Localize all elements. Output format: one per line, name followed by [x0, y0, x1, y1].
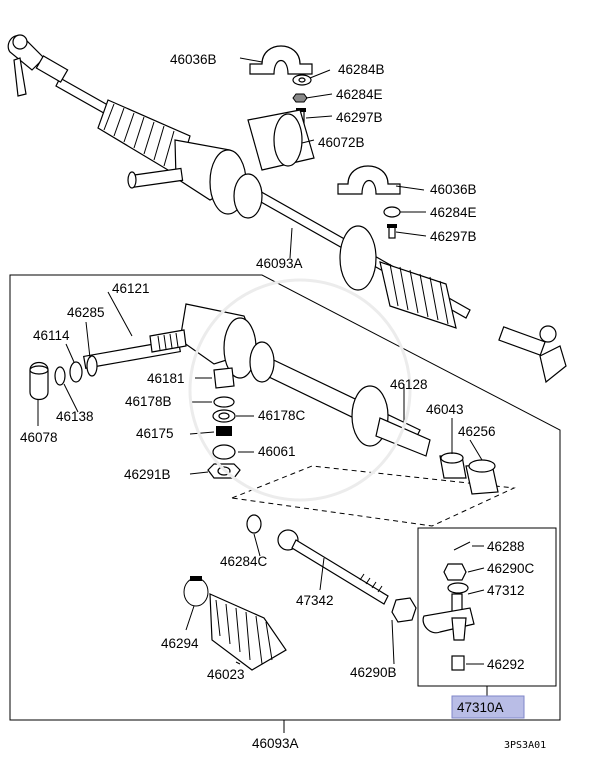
label-47342: 47342: [296, 593, 334, 608]
label-46138: 46138: [56, 409, 94, 424]
label-46291B: 46291B: [124, 467, 171, 482]
boot-46023: [209, 593, 287, 671]
label-46290C: 46290C: [487, 561, 535, 576]
upper-housing-collar-2: [233, 173, 263, 219]
label-46284C: 46284C: [220, 554, 268, 569]
tie-rod-end-47312: [422, 541, 475, 671]
inner-tie-rod-47342: [246, 514, 389, 605]
label-46121: 46121: [112, 281, 150, 296]
pinion-46121: [82, 329, 187, 369]
ring-46285: [86, 355, 98, 377]
label-46294: 46294: [161, 636, 199, 651]
guide-46181: [213, 367, 235, 389]
label-46178C: 46178C: [258, 408, 306, 423]
ring-46284C: [246, 514, 262, 534]
highlight-47310A: [451, 695, 525, 719]
label-46043: 46043: [426, 402, 464, 417]
label-46036B-top: 46036B: [170, 52, 217, 67]
label-46128: 46128: [390, 377, 428, 392]
right-tie-rod-end: [498, 325, 567, 384]
part-labels: 46036B 46284B 46284E 46297B 46072B 46036…: [20, 52, 546, 751]
label-46093A-top: 46093A: [256, 256, 303, 271]
upper-bracket-46036B: [249, 45, 313, 75]
cap-46078: [29, 361, 49, 401]
upper-right-collar: [339, 225, 377, 291]
dashed-rack-outline: [230, 465, 516, 527]
label-46078: 46078: [20, 430, 58, 445]
grommet-46072B: [247, 109, 315, 171]
label-46284E-top: 46284E: [336, 87, 383, 102]
label-46284B: 46284B: [338, 62, 385, 77]
lower-frame-outline: [9, 274, 561, 721]
washer-46284E-right: [383, 206, 401, 218]
right-bracket-46036B: [337, 165, 401, 195]
label-46072B: 46072B: [318, 135, 365, 150]
lower-housing-assembly: [29, 291, 499, 671]
nut-46290C: [443, 563, 467, 581]
label-46178B: 46178B: [125, 394, 172, 409]
label-46036B-right: 46036B: [430, 182, 477, 197]
diagram-reference-code: 3PS3A01: [504, 740, 546, 751]
label-46297B-right: 46297B: [430, 229, 477, 244]
label-46093A-bottom: 46093A: [252, 736, 299, 751]
rack-end-46128: [375, 417, 431, 457]
cap-46061: [212, 444, 236, 460]
upper-assembly: [7, 34, 567, 384]
label-46175: 46175: [136, 426, 174, 441]
label-46297B-top: 46297B: [336, 110, 383, 125]
nut-46290B: [391, 597, 417, 623]
spring-46178B: [213, 396, 235, 408]
label-46292: 46292: [487, 657, 525, 672]
left-tie-rod-end: [7, 34, 69, 97]
label-46023: 46023: [207, 667, 245, 682]
label-46284E-right: 46284E: [430, 205, 477, 220]
label-46285: 46285: [67, 305, 105, 320]
label-46181: 46181: [147, 371, 185, 386]
nipple-46292: [451, 655, 465, 671]
bearing-46114: [69, 361, 83, 383]
label-46061: 46061: [258, 444, 296, 459]
label-47312: 47312: [487, 583, 525, 598]
upper-right-boot: [379, 261, 457, 329]
label-47310A: 47310A: [457, 700, 504, 715]
label-46288: 46288: [487, 539, 525, 554]
nut-46284E-top: [292, 93, 308, 103]
label-46256: 46256: [458, 424, 496, 439]
label-46114: 46114: [33, 328, 70, 343]
seal-46138: [54, 366, 66, 386]
plug-46175: [216, 426, 232, 436]
clip-46294: [183, 576, 209, 607]
faint-watermark: [188, 278, 412, 502]
label-46290B: 46290B: [350, 665, 397, 680]
